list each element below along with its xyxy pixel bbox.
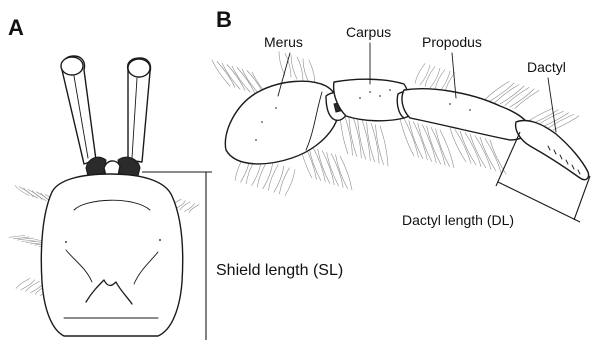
dactyl-segment <box>516 121 589 180</box>
dactyl-length-label: Dactyl length (DL) <box>402 212 514 228</box>
carpus-label: Carpus <box>346 24 391 40</box>
shield-length-label: Shield length (SL) <box>216 262 343 279</box>
panel-b: B <box>212 7 590 228</box>
dactyl-label: Dactyl <box>527 59 566 75</box>
carpus-label-group: Carpus <box>346 24 391 84</box>
propodus-segment <box>402 89 530 140</box>
eyestalk-left <box>61 56 96 164</box>
propodus-label: Propodus <box>422 34 482 50</box>
antennal-bases <box>86 157 140 176</box>
shield <box>41 174 182 336</box>
merus-segment <box>225 81 338 164</box>
panel-b-letter: B <box>216 7 232 32</box>
panel-a-letter: A <box>8 15 24 40</box>
eyestalk-right <box>128 58 151 162</box>
merus-label: Merus <box>264 34 303 50</box>
